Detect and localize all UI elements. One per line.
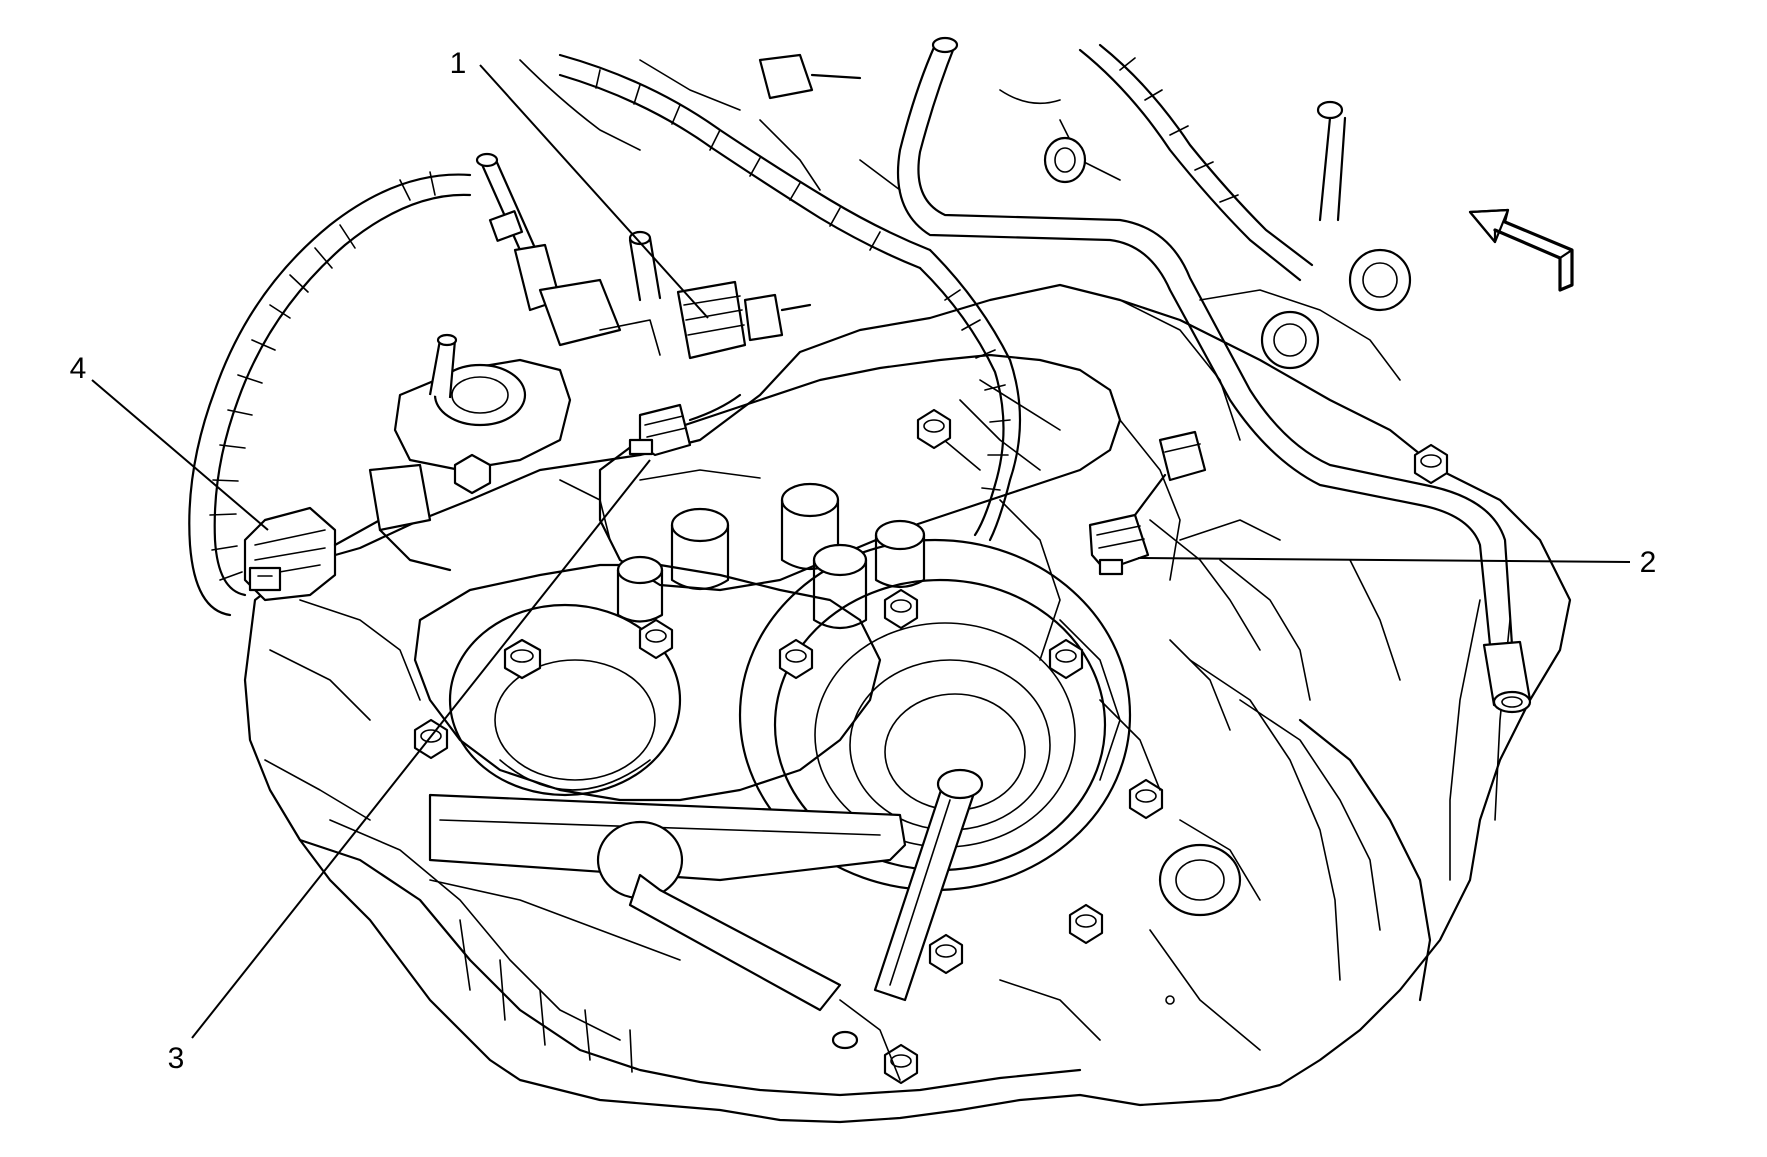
bolt [928, 933, 964, 975]
callout-2-label: 2 [1640, 546, 1657, 579]
connector-2 [1088, 430, 1207, 576]
bolts [413, 408, 1449, 1085]
leader-4 [91, 379, 269, 531]
callout-1-label: 1 [450, 47, 467, 80]
valve-body [598, 353, 1181, 781]
bolt [1128, 778, 1164, 820]
bolt [503, 638, 542, 680]
switch-assembly [368, 333, 572, 572]
bolt [883, 1043, 919, 1085]
arrow-icon [1468, 208, 1574, 292]
upper-right-harness [999, 43, 1412, 441]
bolt [1048, 638, 1084, 680]
leader-1 [479, 64, 709, 319]
connector-3 [628, 393, 742, 457]
bolt [1413, 443, 1449, 485]
callout-labels: 1 2 3 4 [70, 47, 1657, 1075]
bolt [413, 718, 449, 760]
callout-3-label: 3 [168, 1042, 185, 1075]
bolt [1068, 903, 1104, 945]
cooler-lines [896, 36, 1532, 714]
leader-3 [191, 459, 651, 1039]
detail-lines [269, 59, 1401, 1081]
bolt [916, 408, 952, 450]
bolt [883, 588, 919, 630]
valve-bosses [616, 482, 926, 630]
leader-lines [91, 64, 1631, 1039]
bolt [778, 638, 814, 680]
converter-cover [428, 538, 1132, 1012]
bolt [638, 618, 674, 660]
transmission-case [243, 283, 1572, 1124]
leader-2 [1137, 557, 1631, 563]
wiring-harness-upper [558, 53, 1022, 542]
differential-cover [413, 563, 882, 802]
sensor-rods [475, 152, 662, 356]
callout-4-label: 4 [70, 352, 87, 385]
connector-1 [676, 280, 812, 360]
wiring-harness-left [188, 171, 472, 617]
